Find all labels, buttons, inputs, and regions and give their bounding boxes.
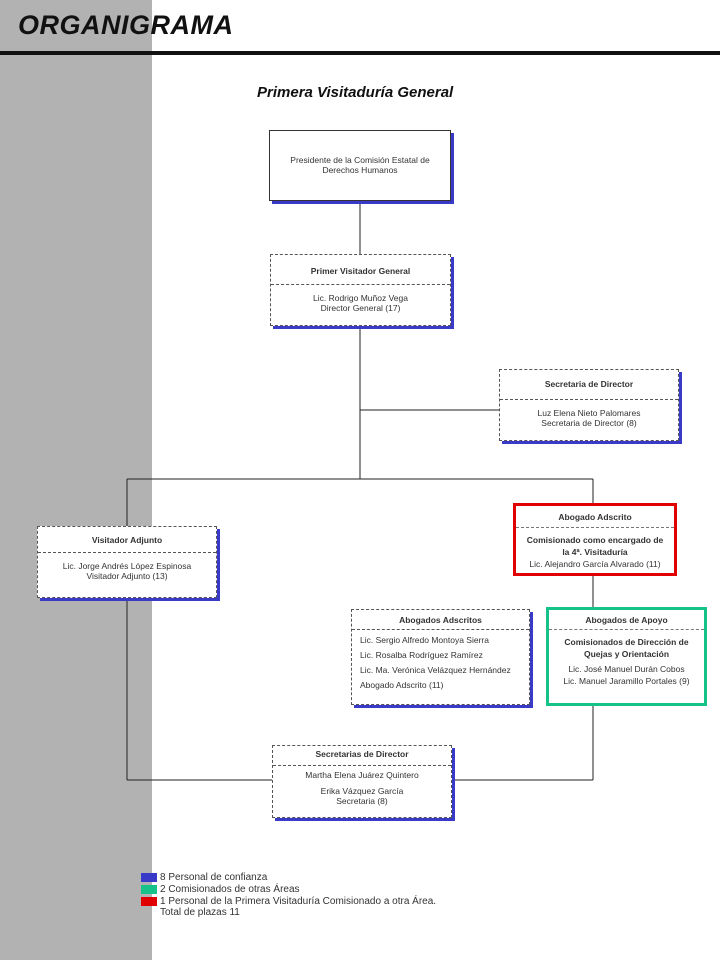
node-visitador-adjunto: Visitador Adjunto Lic. Jorge Andrés Lópe… xyxy=(37,526,217,598)
node-abogados-apoyo-title: Abogados de Apoyo xyxy=(549,610,704,630)
legend-total: Total de plazas 11 xyxy=(160,907,240,918)
legend-label: 2 Comisionados de otras Áreas xyxy=(160,883,300,895)
node-abogados-adscritos-line: Lic. Rosalba Rodríguez Ramírez xyxy=(360,650,483,660)
node-secretaria-director: Secretaria de Director Luz Elena Nieto P… xyxy=(499,369,679,441)
node-abogado-adscrito: Abogado Adscrito Comisionado como encarg… xyxy=(513,503,677,576)
node-abogados-apoyo-line: Lic. José Manuel Durán Cobos xyxy=(568,664,685,674)
legend: 8 Personal de confianza 2 Comisionados d… xyxy=(141,871,436,919)
node-secretaria-director-title: Secretaria de Director xyxy=(500,370,678,400)
node-secretarias-director-line: Martha Elena Juárez Quintero xyxy=(305,770,419,780)
title-rule xyxy=(0,51,720,55)
legend-label: 8 Personal de confianza xyxy=(160,871,268,883)
node-abogados-apoyo: Abogados de Apoyo Comisionados de Direcc… xyxy=(546,607,707,706)
node-abogados-adscritos-line: Lic. Sergio Alfredo Montoya Sierra xyxy=(360,635,489,645)
node-abogados-adscritos-line: Abogado Adscrito (11) xyxy=(360,680,444,690)
node-abogado-adscrito-title: Abogado Adscrito xyxy=(516,506,674,528)
legend-item: 1 Personal de la Primera Visitaduría Com… xyxy=(141,895,436,907)
node-visitador-adjunto-line: Visitador Adjunto (13) xyxy=(86,571,168,581)
node-secretarias-director: Secretarias de Director Martha Elena Juá… xyxy=(272,745,452,818)
node-primer-visitador-line: Lic. Rodrigo Muñoz Vega xyxy=(313,293,408,303)
node-abogados-apoyo-line: Lic. Manuel Jaramillo Portales (9) xyxy=(563,676,690,686)
node-abogados-adscritos-line: Lic. Ma. Verónica Velázquez Hernández xyxy=(360,665,511,675)
node-abogado-adscrito-line: Lic. Alejandro García Alvarado (11) xyxy=(529,559,661,569)
node-secretaria-director-line: Secretaria de Director (8) xyxy=(541,418,637,428)
node-primer-visitador: Primer Visitador General Lic. Rodrigo Mu… xyxy=(270,254,451,326)
page-subtitle: Primera Visitaduría General xyxy=(257,84,454,101)
legend-swatch xyxy=(141,896,157,906)
node-abogado-adscrito-line: la 4ª. Visitaduría xyxy=(562,547,628,557)
node-abogados-adscritos-title: Abogados Adscritos xyxy=(352,610,529,630)
node-primer-visitador-line: Director General (17) xyxy=(320,303,401,313)
node-primer-visitador-title: Primer Visitador General xyxy=(271,255,450,285)
node-secretarias-director-line: Secretaria (8) xyxy=(336,796,388,806)
node-presidente-line: Presidente de la Comisión Estatal de xyxy=(290,155,430,165)
legend-swatch xyxy=(141,884,157,894)
legend-item: 8 Personal de confianza xyxy=(141,871,436,883)
legend-swatch xyxy=(141,872,157,882)
node-secretaria-director-line: Luz Elena Nieto Palomares xyxy=(537,408,641,418)
node-abogados-adscritos: Abogados Adscritos Lic. Sergio Alfredo M… xyxy=(351,609,530,705)
node-secretarias-director-title: Secretarias de Director xyxy=(273,746,451,766)
node-abogados-apoyo-line: Comisionados de Dirección de xyxy=(564,637,689,647)
node-abogado-adscrito-line: Comisionado como encargado de xyxy=(526,535,664,545)
node-visitador-adjunto-line: Lic. Jorge Andrés López Espinosa xyxy=(62,561,192,571)
node-presidente-line: Derechos Humanos xyxy=(322,165,398,175)
legend-label: 1 Personal de la Primera Visitaduría Com… xyxy=(160,895,437,907)
page-title: ORGANIGRAMA xyxy=(18,10,234,40)
node-secretarias-director-line: Erika Vázquez García xyxy=(320,786,404,796)
legend-item: 2 Comisionados de otras Áreas xyxy=(141,883,436,895)
node-abogados-apoyo-line: Quejas y Orientación xyxy=(583,649,670,659)
node-visitador-adjunto-title: Visitador Adjunto xyxy=(38,527,216,553)
node-presidente: Presidente de la Comisión Estatal de Der… xyxy=(269,130,451,201)
